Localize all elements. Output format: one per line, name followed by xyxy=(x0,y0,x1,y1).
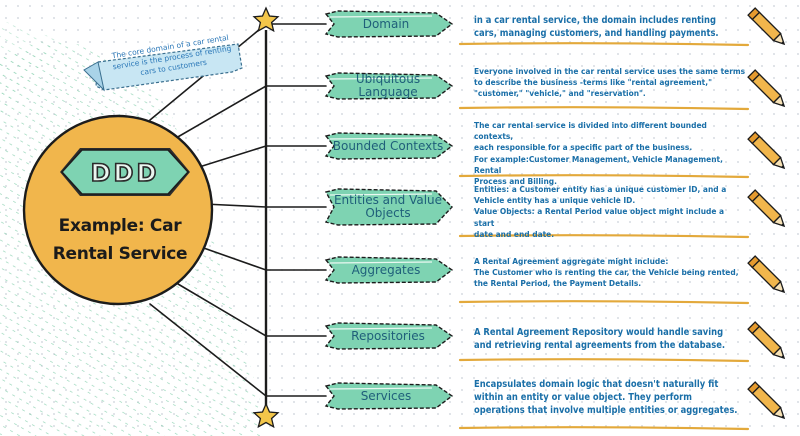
description-line: Process and Billing. xyxy=(474,176,557,187)
concept-label-aggregates: Aggregates xyxy=(351,262,421,277)
tag-highlight xyxy=(329,77,433,80)
concept-tag-bounded-contexts xyxy=(324,132,454,160)
tag-highlight xyxy=(329,327,433,330)
description-line: A Rental Agreement aggregate might inclu… xyxy=(474,256,669,266)
concept-tag-services xyxy=(324,382,454,410)
concept-tag-domain xyxy=(324,10,454,38)
description-domain: in a car rental service, the domain incl… xyxy=(474,14,746,40)
core-domain-banner xyxy=(83,43,243,92)
tag-highlight xyxy=(329,137,433,140)
concept-tag-repositories xyxy=(324,322,454,350)
description-ubiquitous-language: Everyone involved in the car rental serv… xyxy=(474,66,746,100)
tag-highlight xyxy=(329,261,433,264)
description-aggregates: A Rental Agreement aggregate might inclu… xyxy=(474,256,746,290)
hub-title-line: Rental Service xyxy=(52,244,188,264)
concept-label-line: Entities and Value xyxy=(333,193,443,207)
concept-label-entities-value-objects: Entities and Value Objects xyxy=(330,190,446,224)
concept-tag-aggregates xyxy=(324,256,454,284)
underline-entities-value-objects xyxy=(458,234,750,239)
description-bounded-contexts: The car rental service is divided into d… xyxy=(474,120,746,187)
description-line: to describe the business -terms like "re… xyxy=(474,77,712,88)
connector-line-bounded-contexts xyxy=(195,145,327,169)
description-line: in a car rental service, the domain incl… xyxy=(474,15,716,26)
pencil-icon xyxy=(747,7,786,46)
tag-highlight xyxy=(329,193,433,196)
concept-label-ubiquitous-language: Ubiquitous Language xyxy=(355,72,421,99)
underline-ubiquitous-language xyxy=(458,106,750,111)
pencil-icons xyxy=(747,7,786,420)
description-entities-value-objects: Entities: a Customer entity has a unique… xyxy=(474,184,746,240)
underline-bounded-contexts xyxy=(458,174,750,179)
underline-aggregates xyxy=(458,300,750,305)
description-line: date and end date. xyxy=(474,228,555,239)
underline-domain xyxy=(458,42,750,47)
star-icon xyxy=(252,402,280,429)
concept-tags xyxy=(324,10,454,410)
description-line: and retrieving rental agreements from th… xyxy=(474,340,726,351)
hub-circle xyxy=(22,114,214,306)
description-line: The car rental service is divided into d… xyxy=(474,120,707,142)
pencil-icon xyxy=(747,255,786,294)
description-line: Encapsulates domain logic that doesn't n… xyxy=(474,379,719,390)
description-line: The Customer who is renting the car, the… xyxy=(474,267,739,278)
tag-highlight xyxy=(329,15,433,18)
description-line: For example:Customer Management, Vehicle… xyxy=(474,153,723,175)
concept-label-services: Services xyxy=(360,388,412,403)
description-line: operations that involve multiple entitie… xyxy=(474,405,738,416)
description-line: Value Objects: a Rental Period value obj… xyxy=(474,206,725,228)
hexagon-badge xyxy=(60,148,190,196)
underline-services xyxy=(458,426,750,431)
tag-highlight xyxy=(329,387,433,390)
pencil-icon xyxy=(747,189,786,228)
concept-tag-ubiquitous-language xyxy=(324,72,454,100)
description-line: the Rental Period, the Payment Details. xyxy=(474,278,642,289)
description-line: cars, managing customers, and handling p… xyxy=(474,28,719,39)
pencil-icon xyxy=(747,381,786,420)
underline-repositories xyxy=(458,358,750,363)
description-line: Entities: a Customer entity has a unique… xyxy=(474,184,727,194)
connector-line-ubiquitous-language xyxy=(175,85,327,139)
description-services: Encapsulates domain logic that doesn't n… xyxy=(474,378,746,417)
description-line: Everyone involved in the car rental serv… xyxy=(474,66,746,76)
concept-label-line: Objects xyxy=(365,206,411,220)
concept-label-repositories: Repositories xyxy=(351,328,425,343)
description-line: A Rental Agreement Repository would hand… xyxy=(474,327,724,338)
concept-label-bounded-contexts: Bounded Contexts xyxy=(332,138,444,153)
hub-title: Example: Car Rental Service xyxy=(40,212,200,268)
star-icon xyxy=(252,6,280,33)
pencil-icon xyxy=(747,321,786,360)
concept-label-domain: Domain xyxy=(362,16,410,31)
pencil-icon xyxy=(747,131,786,170)
description-line: each responsible for a specific part of … xyxy=(474,142,693,153)
description-underlines xyxy=(458,42,750,431)
description-repositories: A Rental Agreement Repository would hand… xyxy=(474,326,746,352)
pencil-icon xyxy=(747,69,786,108)
hub-title-line: Example: Car xyxy=(58,216,182,236)
description-line: Vehicle entity has a unique vehicle ID. xyxy=(474,195,636,206)
description-line: "customer," "vehicle," and "reservation"… xyxy=(474,88,646,99)
ddd-badge-text: DDD xyxy=(90,158,160,188)
description-line: within an entity or value object. They p… xyxy=(474,392,692,403)
concept-tag-entities-value-objects xyxy=(324,188,453,226)
